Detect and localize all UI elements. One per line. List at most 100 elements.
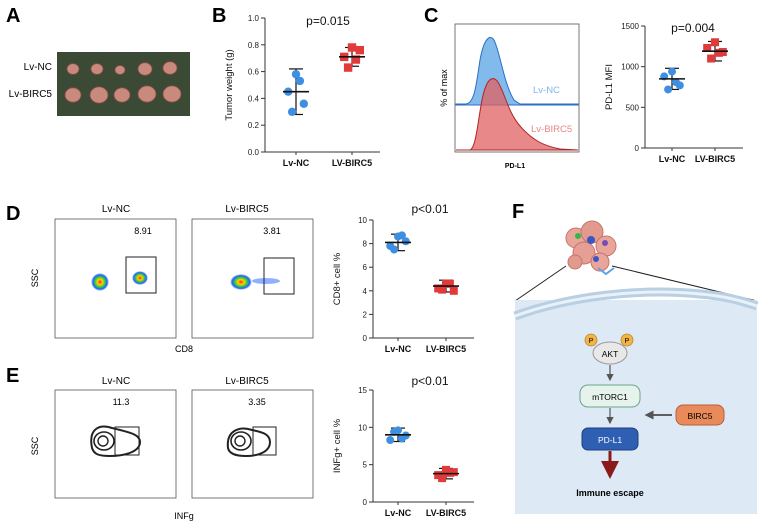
y-axis-label: Tumor weight (g) [224,49,235,120]
photo-row-label-birc5: Lv-BIRC5 [9,89,53,100]
data-point-nc [287,107,297,117]
y-tick-label: 10 [358,423,367,432]
data-point-birc5 [343,63,353,72]
x-tick-label: Lv-NC [659,154,686,164]
histogram-frame [454,23,580,153]
photo-row-label-nc: Lv-NC [24,62,52,73]
histogram-birc5-curve [456,78,579,151]
panel-label-b: B [212,5,226,27]
y-tick-label: 1000 [621,63,639,72]
y-tick-label: 500 [626,103,640,112]
tumor-blob [66,63,80,75]
flow-plot-e-nc: 11.3 [54,389,177,499]
tumor-blob [137,62,153,76]
panel-label-f: F [512,201,524,223]
flow-gate [252,426,277,456]
data-point-birc5 [347,43,357,52]
tumor-blob [90,63,104,75]
tumor-photo [57,52,190,116]
y-tick-label: 0.0 [248,148,260,157]
p-value-c: p=0.004 [671,21,715,35]
y-tick-label: 2 [363,310,368,319]
flow-ylabel-d: SSC [30,268,40,287]
data-point-nc [401,237,410,246]
phospho-label: P [625,338,630,345]
flow-title-d-nc: Lv-NC [102,204,130,215]
y-tick-label: 0.6 [248,68,260,77]
zoom-line-left [514,265,567,302]
flow-xlabel-e: INFg [174,511,194,521]
flow-cluster [91,273,109,291]
tumor-blob [113,87,131,103]
histogram-legend-nc: Lv-NC [533,85,560,96]
y-tick-label: 0 [363,498,368,507]
contour-inner [97,435,109,447]
data-point-birc5 [438,474,447,483]
y-tick-label: 5 [363,461,368,470]
tumor-blob [114,65,126,75]
pdl1-label: PD-L1 [598,435,622,445]
flow-gate [114,426,140,456]
panel-label-a: A [6,5,20,27]
data-point-nc [390,245,399,254]
tumor-blob [89,86,109,104]
histogram-ylabel: % of max [439,69,449,107]
flow-gate [125,256,157,294]
data-point-birc5 [355,45,364,55]
y-tick-label: 8 [363,240,368,249]
mtorc1-node [579,384,641,408]
flow-cluster [252,278,280,284]
data-point-nc [299,99,308,108]
contour-outer [90,425,142,458]
y-tick-label: 0 [363,334,368,343]
mtorc1-label: mTORC1 [592,392,628,402]
flow-xlabel-d: CD8 [175,344,193,354]
gate-value-e-birc5: 3.35 [248,397,266,407]
histogram-legend-birc5: Lv-BIRC5 [531,124,572,135]
x-tick-label: LV-BIRC5 [426,508,466,518]
x-tick-label: LV-BIRC5 [426,344,466,354]
p-value-e: p<0.01 [411,374,448,388]
y-tick-label: 4 [363,287,368,296]
tumor-cluster-icon [565,220,617,276]
data-point-nc [295,76,305,86]
data-point-birc5 [438,285,447,294]
flow-plot-d-nc: 8.91 [54,218,177,339]
data-point-birc5 [449,286,458,295]
y-tick-label: 0.2 [248,121,260,130]
data-point-nc [291,70,301,79]
x-tick-label: Lv-NC [385,508,412,518]
tumor-blob [162,85,182,103]
immune-escape-label: Immune escape [576,488,644,498]
tumor-blob [64,87,82,103]
y-tick-label: 1500 [621,22,639,31]
p-value-b: p=0.015 [306,14,350,28]
flow-title-e-birc5: Lv-BIRC5 [225,376,269,387]
data-point-nc [386,436,395,445]
flow-plot-e-birc5: 3.35 [191,389,314,499]
histogram-xlabel: PD-L1 [505,163,525,170]
flow-cluster [132,271,148,285]
flow-cluster [230,274,252,290]
flow-frame [191,218,314,339]
flow-ylabel-e: SSC [30,436,40,455]
y-axis-label: INFg+ cell % [332,418,343,473]
contour-middle [230,431,252,451]
y-axis-label: CD8+ cell % [332,252,343,305]
y-tick-label: 0.4 [248,94,260,103]
gate-value-d-birc5: 3.81 [263,226,281,236]
data-point-nc [664,85,673,94]
tumor-blob [137,85,157,103]
flow-frame [191,389,314,499]
y-tick-label: 0.8 [248,41,260,50]
flow-plot-d-birc5: 3.81 [191,218,314,339]
flow-frame [54,389,177,499]
phospho-node [620,333,634,347]
data-point-birc5 [714,48,723,57]
x-tick-label: LV-BIRC5 [332,158,372,168]
pdl1-node [581,427,639,451]
data-point-nc [671,78,680,87]
